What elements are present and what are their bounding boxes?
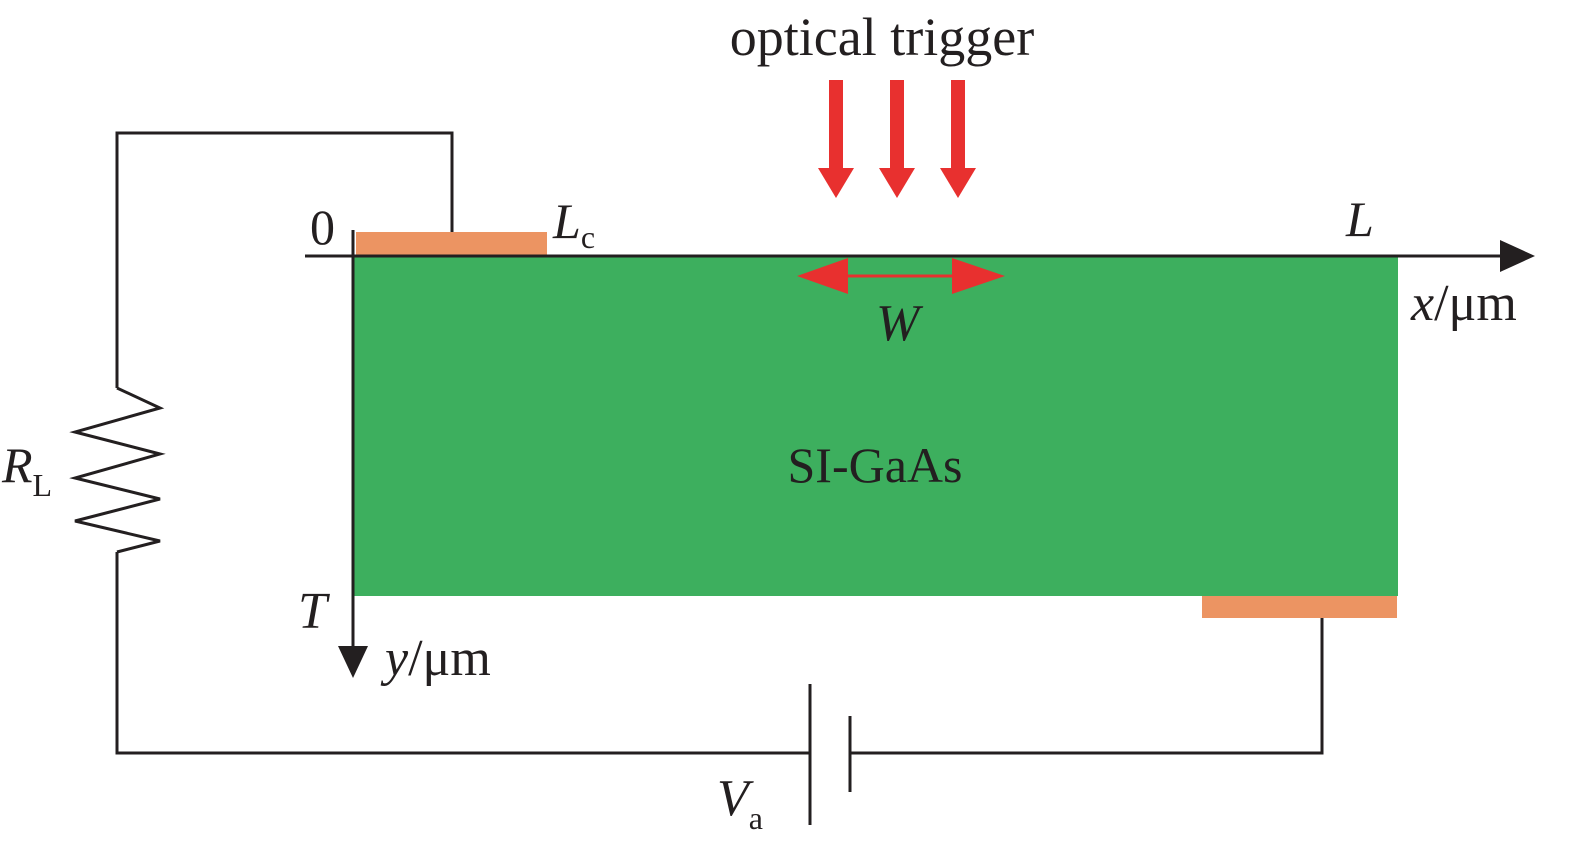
origin-label: 0	[310, 199, 335, 255]
y-axis-unit: /μm	[408, 630, 491, 687]
load-resistor-label: RL	[1, 437, 52, 503]
trigger-width-arrow	[797, 258, 1005, 294]
y-axis-arrowhead	[338, 646, 368, 678]
bottom-electrode	[1202, 596, 1397, 618]
contact-length-label: Lc	[552, 193, 595, 255]
x-axis-unit: /μm	[1434, 275, 1517, 332]
bias-voltage-sub: a	[749, 800, 763, 836]
trigger-arrow	[818, 80, 854, 198]
y-axis-var: y	[380, 630, 409, 687]
load-resistor-sub: L	[33, 467, 53, 503]
x-axis-label: x/μm	[1410, 275, 1517, 332]
load-resistor-zigzag	[69, 386, 166, 554]
y-axis-label: y/μm	[380, 630, 491, 687]
circuit-wiring	[69, 131, 1324, 825]
trigger-width-label: W	[876, 295, 924, 352]
trigger-arrow	[940, 80, 976, 198]
contact-length-sub: c	[581, 219, 595, 255]
y-axis-end-label: T	[298, 583, 330, 640]
bias-voltage-main: V	[717, 770, 754, 827]
optical-trigger-title: optical trigger	[730, 7, 1034, 67]
gaas-substrate	[353, 256, 1398, 596]
top-electrode	[356, 232, 547, 256]
material-label: SI-GaAs	[788, 437, 963, 493]
contact-length-main: L	[552, 193, 581, 249]
x-axis-var: x	[1410, 275, 1434, 332]
load-resistor-main: R	[1, 437, 33, 493]
x-axis-arrowhead	[1500, 240, 1535, 272]
trigger-arrow	[879, 80, 915, 198]
axes	[305, 230, 1535, 678]
bias-voltage-label: Va	[717, 770, 763, 836]
optical-trigger-arrows	[818, 80, 976, 198]
x-axis-end-label: L	[1345, 191, 1374, 247]
